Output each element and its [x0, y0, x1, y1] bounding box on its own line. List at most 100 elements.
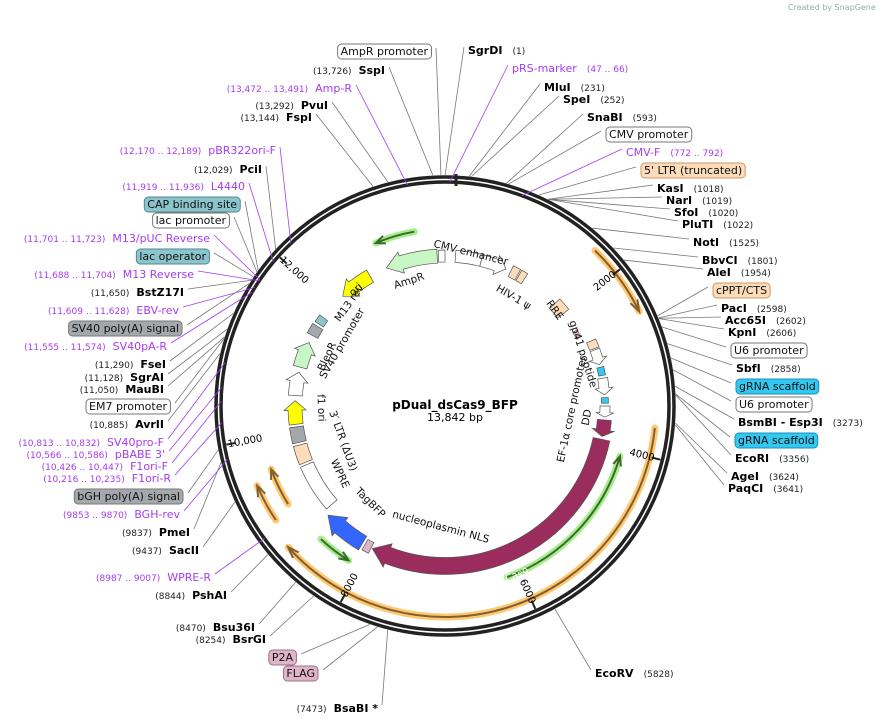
green-arc	[372, 228, 418, 247]
restriction-site-label[interactable]: (8254)BsrGI	[196, 633, 266, 646]
cmv-enhancer-feature[interactable]	[479, 254, 507, 276]
restriction-site-label[interactable]: NarI(1019)	[666, 194, 732, 207]
restriction-site-label[interactable]: SbfI(2858)	[736, 362, 801, 375]
feature-label[interactable]: bGH poly(A) signal	[73, 488, 184, 505]
ltr-feature[interactable]	[507, 265, 522, 281]
cas9-feature[interactable]	[371, 437, 611, 575]
feature-label[interactable]: FLAG	[282, 665, 319, 682]
tagbfp-feature[interactable]	[327, 514, 368, 551]
restriction-site-label[interactable]: PaqCI(3641)	[728, 482, 803, 495]
restriction-site-label[interactable]: (12,029)PciI	[194, 163, 262, 176]
u6-promoter-feature[interactable]	[593, 376, 614, 396]
feature-label[interactable]: P2A	[268, 649, 297, 666]
restriction-site-label[interactable]: Acc65I(2602)	[725, 314, 806, 327]
restriction-site-label[interactable]: PacI(2598)	[721, 302, 787, 315]
restriction-site-label[interactable]: (8844)PshAI	[155, 589, 227, 602]
restriction-site-label[interactable]: (11,650)BstZ17I	[91, 286, 184, 299]
feature-label[interactable]: EM7 promoter	[85, 398, 171, 415]
position-text: (11,701 .. 11,723)	[24, 235, 105, 245]
ltr3-feature[interactable]	[292, 442, 313, 466]
primer-label[interactable]: (11,688 .. 11,704)M13 Reverse	[34, 268, 194, 281]
dd-feature[interactable]	[591, 418, 616, 437]
primer-label[interactable]: (13,472 .. 13,491)Amp-R	[227, 82, 353, 95]
feature-label[interactable]: CMV promoter	[605, 126, 693, 143]
position-text: (13,144)	[240, 114, 279, 124]
restriction-site-label[interactable]: PluTI(1022)	[682, 218, 753, 231]
primer-label[interactable]: (11,919 .. 11,936)L4440	[122, 180, 245, 193]
restriction-site-label[interactable]: KpnI(2606)	[728, 326, 796, 339]
restriction-site-label[interactable]: (11,290)FseI	[95, 358, 166, 371]
restriction-site-label[interactable]: SgrDI(1)	[468, 44, 525, 57]
nls-feature[interactable]	[361, 538, 375, 554]
restriction-site-label[interactable]: KasI(1018)	[657, 182, 724, 195]
primer-label[interactable]: (8987 .. 9007)WPRE-R	[96, 571, 211, 584]
ori-feature[interactable]	[342, 269, 374, 297]
bgh-feature[interactable]	[289, 425, 307, 445]
rre-feature[interactable]	[549, 298, 570, 319]
feature-label[interactable]: lac operator	[135, 248, 210, 265]
restriction-site-label[interactable]: SfoI(1020)	[674, 206, 738, 219]
sv40-promoter-feature[interactable]	[285, 371, 309, 397]
restriction-site-label[interactable]: (13,292)PvuI	[255, 99, 328, 112]
restriction-site-label[interactable]: (8470)Bsu36I	[176, 621, 255, 634]
primer-label[interactable]: pRS-marker(47 .. 66)	[512, 62, 628, 75]
position-text: (772 .. 792)	[670, 149, 723, 159]
primer-label[interactable]: (10,216 .. 10,235)F1ori-R	[43, 472, 171, 485]
primer-label[interactable]: CMV-F(772 .. 792)	[626, 146, 723, 159]
restriction-site-label[interactable]: EcoRI(3356)	[735, 452, 809, 465]
gp41-feature[interactable]	[572, 329, 582, 340]
feature-label[interactable]: U6 promoter	[735, 396, 813, 413]
primer-label[interactable]: (11,609 .. 11,628)EBV-rev	[48, 304, 180, 317]
restriction-site-label[interactable]: (7473)BsaBI *	[297, 702, 379, 715]
feature-label[interactable]: 5' LTR (truncated)	[640, 162, 746, 179]
primer-label[interactable]: (10,426 .. 10,447)F1ori-F	[42, 460, 168, 473]
bleor-feature[interactable]	[292, 342, 316, 370]
primer-label[interactable]: (10,566 .. 10,586)pBABE 3'	[26, 448, 165, 461]
ampr-promoter-feature[interactable]	[437, 249, 446, 263]
sv40pa-feature[interactable]	[306, 322, 324, 339]
primer-label[interactable]: (12,170 .. 12,189)pBR322ori-F	[120, 144, 276, 157]
restriction-site-label[interactable]: SnaBI(593)	[587, 111, 657, 124]
restriction-site-label[interactable]: AleI(1954)	[707, 266, 771, 279]
feature-label[interactable]: CAP binding site	[143, 196, 241, 213]
primer-label[interactable]: (10,813 .. 10,832)SV40pro-F	[19, 436, 164, 449]
restriction-site-label[interactable]: MluI(231)	[544, 81, 605, 94]
feature-label[interactable]: gRNA scaffold	[735, 378, 820, 395]
feature-label[interactable]: cPPT/CTS	[712, 282, 771, 299]
grna-scaffold-feature[interactable]	[596, 366, 606, 377]
restriction-site-label[interactable]: (11,050)MauBI	[80, 383, 164, 396]
f1-ori-feature[interactable]	[283, 400, 307, 426]
feature-box	[85, 398, 171, 415]
u6-promoter-feature[interactable]	[588, 347, 608, 365]
wpre-feature[interactable]	[300, 461, 338, 510]
cppt-feature[interactable]	[586, 338, 600, 351]
restriction-site-label[interactable]: EcoRV(5828)	[595, 667, 674, 680]
feature-label[interactable]: AmpR promoter	[337, 43, 432, 60]
feature-label[interactable]: lac promoter	[152, 212, 230, 229]
hiv-psi-feature[interactable]	[515, 269, 529, 285]
restriction-site-label[interactable]: (13,144)FspI	[240, 111, 312, 124]
restriction-site-label[interactable]: (9837)PmeI	[122, 526, 190, 539]
restriction-site-label[interactable]: (10,885)AvrII	[90, 418, 164, 431]
leader-line	[672, 369, 732, 402]
feature-label[interactable]: gRNA scaffold	[734, 432, 819, 449]
restriction-site-label[interactable]: AgeI(3624)	[731, 470, 799, 483]
feature-label[interactable]: SV40 poly(A) signal	[68, 320, 183, 337]
position-text: (47 .. 66)	[587, 65, 628, 75]
restriction-site-label[interactable]: (11,128)SgrAI	[85, 371, 164, 384]
primer-label[interactable]: (11,701 .. 11,723)M13/pUC Reverse	[24, 232, 210, 245]
primer-label[interactable]: (9853 .. 9870)BGH-rev	[63, 508, 180, 521]
lac-feature[interactable]	[314, 314, 329, 328]
grna-scaffold-feature[interactable]	[600, 397, 609, 404]
restriction-site-label[interactable]: BsmBI - Esp3I(3273)	[738, 416, 863, 429]
restriction-site-label[interactable]: BbvCI(1801)	[702, 254, 778, 267]
restriction-site-label[interactable]: NotI(1525)	[693, 236, 759, 249]
primer-label[interactable]: (11,555 .. 11,574)SV40pA-R	[24, 340, 167, 353]
ef1a-promoter-feature[interactable]	[595, 405, 614, 418]
restriction-site-label[interactable]: (13,726)SspI	[313, 64, 385, 77]
restriction-site-label[interactable]: SpeI(252)	[563, 93, 625, 106]
restriction-site-label[interactable]: (9437)SacII	[132, 544, 199, 557]
feature-label[interactable]: U6 promoter	[730, 342, 808, 359]
ampr-feature[interactable]	[385, 248, 438, 274]
svg-text:SpeI(252): SpeI(252)	[563, 93, 625, 106]
